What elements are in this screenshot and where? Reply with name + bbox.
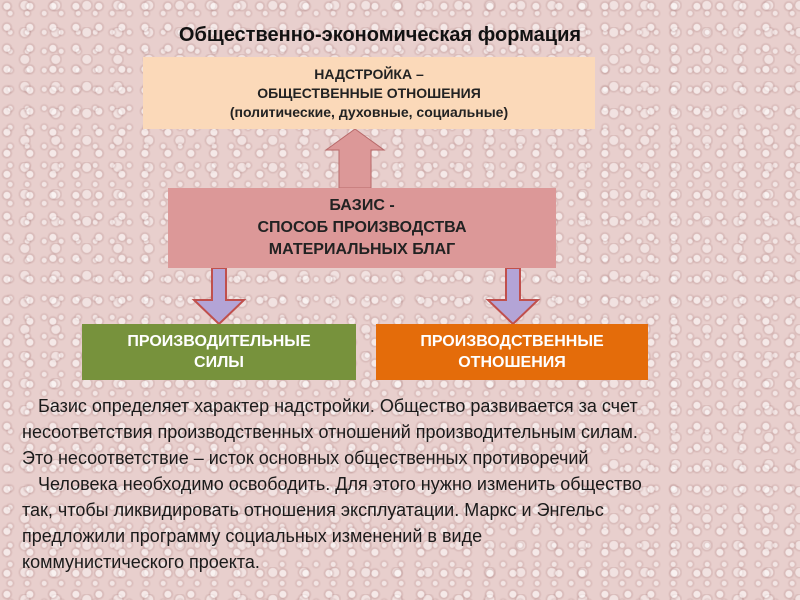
basis-box: БАЗИС - СПОСОБ ПРОИЗВОДСТВА МАТЕРИАЛЬНЫХ… <box>168 188 556 268</box>
text-p1-line1: Базис определяет характер надстройки. Об… <box>38 396 638 416</box>
superstructure-line3: (политические, духовные, социальные) <box>229 103 509 120</box>
down-arrow-left <box>191 267 247 326</box>
text-p2-line3: предложили программу социальных изменени… <box>22 526 483 546</box>
productive-forces-line2: СИЛЫ <box>194 354 244 371</box>
superstructure-line1: НАДСТРОЙКА – <box>314 65 424 82</box>
basis-line3: МАТЕРИАЛЬНЫХ БЛАГ <box>268 241 456 258</box>
text-p2-line1: Человека необходимо освободить. Для этог… <box>38 474 642 494</box>
text-p2-line4: коммунистического проекта. <box>22 552 260 572</box>
superstructure-box: НАДСТРОЙКА – ОБЩЕСТВЕННЫЕ ОТНОШЕНИЯ (пол… <box>143 57 595 129</box>
text-p1-line2: несоответствия производственных отношени… <box>22 422 638 442</box>
basis-line2: СПОСОБ ПРОИЗВОДСТВА <box>257 219 467 236</box>
text-p2-line2: так, чтобы ликвидировать отношения экспл… <box>22 500 604 520</box>
explanation-text: Базис определяет характер надстройки. Об… <box>22 393 792 575</box>
production-relations-line2: ОТНОШЕНИЯ <box>458 354 566 371</box>
text-p1-line3: Это несоответствие – исток основных обще… <box>22 448 589 468</box>
basis-line1: БАЗИС - <box>329 197 395 214</box>
superstructure-line2: ОБЩЕСТВЕННЫЕ ОТНОШЕНИЯ <box>257 84 481 101</box>
productive-forces-box: ПРОИЗВОДИТЕЛЬНЫЕ СИЛЫ <box>82 324 356 380</box>
production-relations-line1: ПРОИЗВОДСТВЕННЫЕ <box>420 333 604 350</box>
diagram-title: Общественно-экономическая формация <box>178 24 582 46</box>
production-relations-box: ПРОИЗВОДСТВЕННЫЕ ОТНОШЕНИЯ <box>376 324 648 380</box>
productive-forces-line1: ПРОИЗВОДИТЕЛЬНЫЕ <box>127 333 311 350</box>
down-arrow-right <box>485 267 541 326</box>
up-arrow <box>324 128 386 189</box>
